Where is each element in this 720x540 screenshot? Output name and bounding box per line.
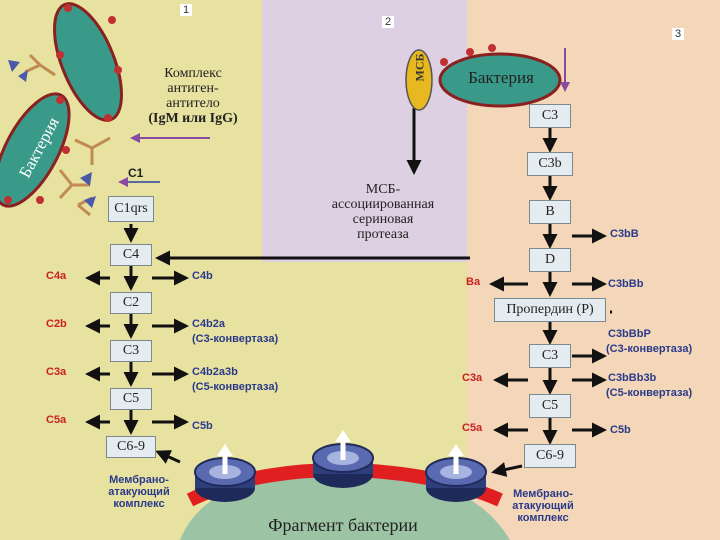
bacteria-fragment-label: Фрагмент бактерии bbox=[268, 515, 418, 535]
product-c3bb: C3bB bbox=[610, 228, 639, 240]
mac-left-line-3: комплекс bbox=[113, 498, 165, 510]
alt-box-c3: C3 bbox=[529, 104, 571, 128]
mac-label-left: Мембрано- атакующий комплекс bbox=[96, 474, 182, 510]
antibody-group bbox=[24, 53, 111, 217]
box-c2: C2 bbox=[110, 292, 152, 314]
mac-left-line-1: Мембрано- bbox=[109, 474, 169, 486]
mac-right-line-3: комплекс bbox=[517, 512, 569, 524]
alt-product-c3a: C3a bbox=[462, 372, 483, 384]
complex-line-1: Комплекс bbox=[164, 66, 222, 81]
alt-product-c5b: C5b bbox=[610, 424, 631, 436]
mac-pores bbox=[194, 430, 487, 502]
mac-label-right: Мембрано- атакующий комплекс bbox=[498, 488, 588, 524]
antigen-antibody-complex-label: Комплекс антиген- антитело (IgM или IgG) bbox=[118, 66, 268, 126]
bacteria-left bbox=[0, 92, 71, 208]
alt-box-b: B bbox=[529, 200, 571, 224]
product-c3a: C3a bbox=[46, 366, 67, 378]
alt-c3-convertase-label: (C3-конвертаза) bbox=[606, 343, 693, 355]
product-c5b: C5b bbox=[192, 420, 213, 432]
mac-left-line-2: атакующий bbox=[108, 486, 170, 498]
panel-number-3: 3 bbox=[672, 28, 685, 40]
alt-box-c6-9: C6-9 bbox=[524, 444, 576, 468]
mac-right-line-2: атакующий bbox=[512, 500, 574, 512]
product-c3bbb: C3bBb bbox=[608, 278, 644, 290]
protease-line-4: протеаза bbox=[357, 227, 409, 242]
classical-chain-arrows bbox=[85, 224, 189, 464]
product-ba: Ba bbox=[466, 276, 481, 288]
antigen-triangles bbox=[8, 60, 96, 208]
alt-box-c3b: C3b bbox=[527, 152, 573, 176]
product-c4b: C4b bbox=[192, 270, 213, 282]
alt-c5-convertase-label: (C5-конвертаза) bbox=[606, 387, 693, 399]
box-c3: C3 bbox=[110, 340, 152, 362]
alt-box-c3-second: C3 bbox=[529, 344, 571, 368]
product-c5a: C5a bbox=[46, 414, 67, 426]
complex-line-4: (IgM или IgG) bbox=[148, 111, 238, 126]
box-c5: C5 bbox=[110, 388, 152, 410]
protease-line-2: ассоциированная bbox=[331, 197, 435, 212]
box-c6-9: C6-9 bbox=[106, 436, 156, 458]
alt-box-properdin: Пропердин (P) bbox=[494, 298, 606, 322]
protease-line-3: сериновая bbox=[352, 212, 414, 227]
bacteria-label-msb: Бактерия bbox=[468, 68, 534, 87]
bacteria-top-left bbox=[53, 2, 123, 122]
complex-line-3: антитело bbox=[166, 96, 220, 111]
complex-line-2: антиген- bbox=[167, 81, 219, 96]
product-c4b2a3b: C4b2a3b bbox=[192, 366, 238, 378]
msb-bacteria bbox=[405, 44, 562, 111]
msb-protease-label: МСБ- ассоциированная сериновая протеаза bbox=[298, 182, 468, 242]
alternative-chain-arrows bbox=[489, 128, 612, 477]
product-c3bbbp: C3bBbP bbox=[608, 328, 651, 340]
panel-number-1: 1 bbox=[180, 4, 193, 16]
box-c1qrs: C1qrs bbox=[108, 196, 154, 222]
c1-label: C1 bbox=[128, 166, 144, 180]
msb-label: МСБ bbox=[412, 53, 427, 82]
panel-number-2: 2 bbox=[382, 16, 395, 28]
product-c3bbb3b: C3bBb3b bbox=[608, 372, 657, 384]
product-c2b: C2b bbox=[46, 318, 67, 330]
alt-box-d: D bbox=[529, 248, 571, 272]
product-c4b2a: C4b2a bbox=[192, 318, 226, 330]
protease-line-1: МСБ- bbox=[365, 182, 401, 197]
box-c4: C4 bbox=[110, 244, 152, 266]
c3-convertase-label: (C3-конвертаза) bbox=[192, 333, 279, 345]
alt-product-c5a: C5a bbox=[462, 422, 483, 434]
product-c4a: C4a bbox=[46, 270, 67, 282]
alt-box-c5: C5 bbox=[529, 394, 571, 418]
mac-right-line-1: Мембрано- bbox=[513, 488, 573, 500]
c5-convertase-label: (C5-конвертаза) bbox=[192, 381, 279, 393]
